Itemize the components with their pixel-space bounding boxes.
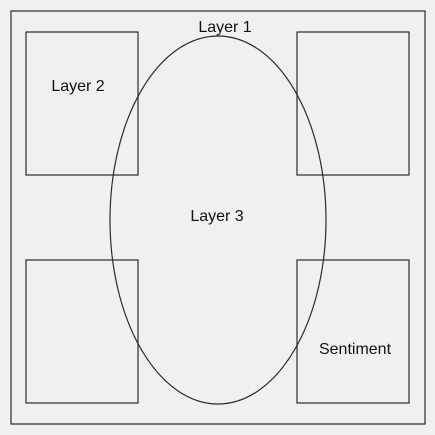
layer-2-box-top-left — [25, 31, 139, 176]
layer-1-frame — [10, 10, 426, 425]
sentiment-label: Sentiment — [319, 341, 392, 358]
layer-3-ellipse — [109, 35, 327, 405]
layer-1-label: Layer 1 — [198, 19, 251, 36]
layer-3-label: Layer 3 — [190, 208, 243, 225]
layer-2-label: Layer 2 — [51, 78, 104, 95]
sentiment-box — [296, 259, 410, 404]
layer-2-box-bottom-left — [25, 259, 139, 404]
layer-2-box-top-right — [296, 31, 410, 176]
